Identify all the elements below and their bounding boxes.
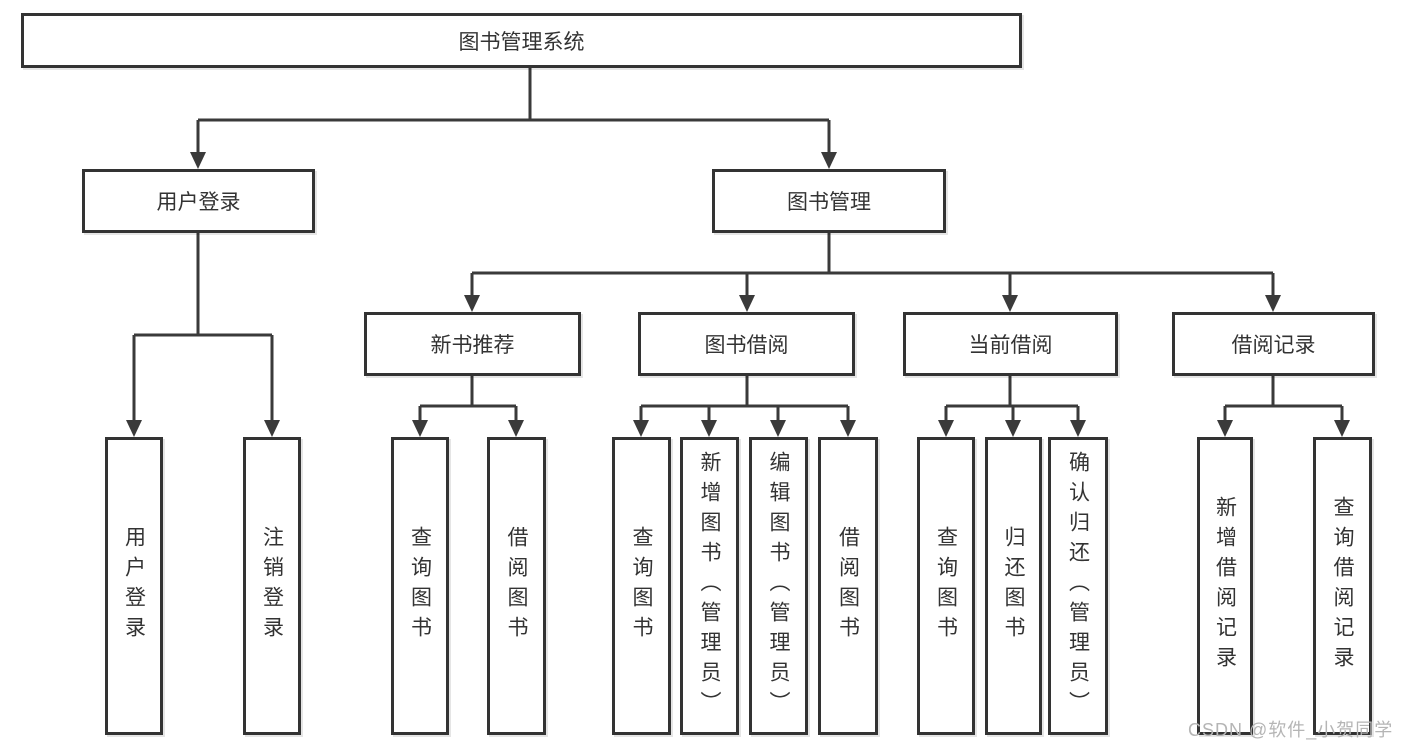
node-label: 当前借阅 bbox=[968, 334, 1053, 357]
node-edit-book-admin: 编辑图书（管理员） bbox=[749, 437, 808, 735]
connector-user-subtree bbox=[132, 233, 274, 424]
arrowhead bbox=[701, 420, 717, 437]
arrowhead bbox=[739, 295, 755, 312]
connector-recommend-split bbox=[418, 376, 518, 424]
node-label: 确认归还（管理员） bbox=[1066, 451, 1090, 721]
node-logout: 注销登录 bbox=[243, 437, 301, 735]
arrowhead bbox=[821, 152, 837, 169]
node-label: 新增图书（管理员） bbox=[698, 451, 721, 721]
node-label: 编辑图书（管理员） bbox=[767, 451, 790, 721]
node-confirm-return-admin: 确认归还（管理员） bbox=[1048, 437, 1108, 735]
node-label: 图书借阅 bbox=[704, 334, 789, 357]
node-borrow-books-recommend: 借阅图书 bbox=[487, 437, 546, 735]
arrowhead bbox=[1005, 420, 1021, 437]
node-borrow-books-leaf: 借阅图书 bbox=[818, 437, 878, 735]
connector-borrow-split bbox=[639, 376, 850, 424]
arrowhead bbox=[633, 420, 649, 437]
node-add-book-admin: 新增图书（管理员） bbox=[680, 437, 739, 735]
node-label: 新书推荐 bbox=[430, 334, 515, 357]
node-label: 查询图书 bbox=[408, 526, 432, 646]
node-label: 查询借阅记录 bbox=[1331, 496, 1354, 676]
node-label: 注销登录 bbox=[260, 526, 284, 646]
arrowhead bbox=[770, 420, 786, 437]
arrowhead bbox=[1217, 420, 1233, 437]
connector-mgmt-split bbox=[470, 233, 1275, 299]
node-label: 借阅记录 bbox=[1231, 334, 1316, 357]
node-current-borrow: 当前借阅 bbox=[903, 312, 1118, 376]
arrowhead bbox=[508, 420, 524, 437]
node-label: 查询图书 bbox=[934, 526, 958, 646]
node-label: 借阅图书 bbox=[505, 526, 528, 646]
node-query-books-current: 查询图书 bbox=[917, 437, 975, 735]
connector-records-split bbox=[1223, 376, 1344, 424]
node-label: 归还图书 bbox=[1002, 526, 1025, 646]
arrowhead bbox=[464, 295, 480, 312]
node-library-system: 图书管理系统 bbox=[21, 13, 1022, 68]
arrowhead bbox=[126, 420, 142, 437]
node-user-login-leaf: 用户登录 bbox=[105, 437, 163, 735]
node-label: 查询图书 bbox=[630, 526, 653, 646]
arrowhead bbox=[938, 420, 954, 437]
arrowhead bbox=[190, 152, 206, 169]
arrowhead bbox=[840, 420, 856, 437]
arrowhead bbox=[264, 420, 280, 437]
arrowhead bbox=[1002, 295, 1018, 312]
node-query-books-borrow: 查询图书 bbox=[612, 437, 671, 735]
arrowhead bbox=[1265, 295, 1281, 312]
node-label: 用户登录 bbox=[122, 526, 146, 646]
arrowhead bbox=[412, 420, 428, 437]
node-label: 图书管理系统 bbox=[458, 30, 585, 54]
node-label: 新增借阅记录 bbox=[1213, 496, 1237, 676]
node-book-borrow: 图书借阅 bbox=[638, 312, 855, 376]
arrowhead bbox=[1070, 420, 1086, 437]
node-user-login: 用户登录 bbox=[82, 169, 315, 233]
node-borrow-records: 借阅记录 bbox=[1172, 312, 1375, 376]
node-book-management: 图书管理 bbox=[712, 169, 946, 233]
node-return-book: 归还图书 bbox=[985, 437, 1042, 735]
node-query-books-recommend: 查询图书 bbox=[391, 437, 449, 735]
node-query-borrow-record: 查询借阅记录 bbox=[1313, 437, 1372, 735]
connector-current-split bbox=[944, 376, 1080, 424]
node-add-borrow-record: 新增借阅记录 bbox=[1197, 437, 1253, 735]
connector-root-split bbox=[196, 68, 831, 156]
arrowhead bbox=[1334, 420, 1350, 437]
node-label: 借阅图书 bbox=[836, 526, 860, 646]
watermark: CSDN @软件_小贺同学 bbox=[1188, 720, 1394, 740]
node-label: 用户登录 bbox=[156, 191, 241, 214]
node-new-book-recommend: 新书推荐 bbox=[364, 312, 581, 376]
node-label: 图书管理 bbox=[787, 191, 871, 214]
